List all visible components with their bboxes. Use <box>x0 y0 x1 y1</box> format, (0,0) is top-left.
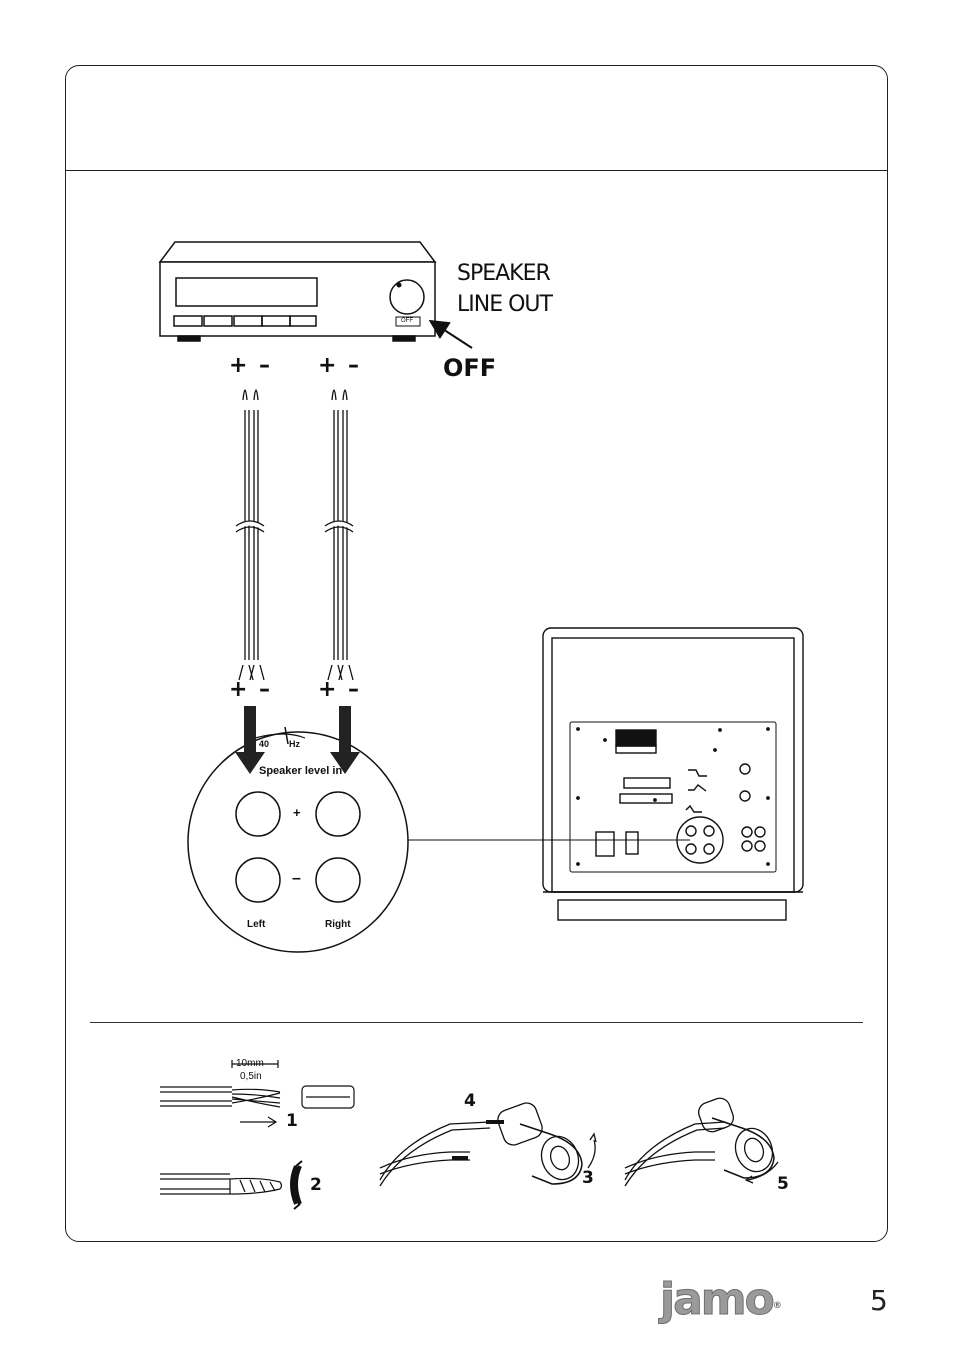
terminal-left-label: Left <box>247 919 266 930</box>
step-5-label: 5 <box>777 1174 789 1194</box>
bottom-plus-left: + <box>229 677 248 702</box>
brand-logo: jamo® <box>660 1277 782 1322</box>
speaker-label-line2: LINE OUT <box>457 292 553 317</box>
wire-strip-illustration <box>160 1060 355 1210</box>
subwoofer-illustration <box>542 627 804 921</box>
bottom-plus-right: + <box>318 677 337 702</box>
crossover-dial-value: 40 <box>259 739 270 749</box>
binding-post-step5 <box>624 1097 779 1187</box>
speaker-line-out-label: SPEAKER LINE OUT <box>457 258 553 320</box>
speaker-cable-right <box>323 389 355 681</box>
strip-length-mm: 10mm <box>236 1058 264 1069</box>
amplifier-illustration <box>158 241 437 342</box>
amp-off-button-label: OFF <box>401 318 413 324</box>
off-instruction: OFF <box>443 354 497 382</box>
bottom-minus-right: – <box>348 677 359 702</box>
terminal-minus-sign: – <box>292 870 301 887</box>
top-minus-left: – <box>259 353 270 378</box>
crossover-dial-unit: Hz <box>289 739 300 749</box>
top-plus-left: + <box>229 353 248 378</box>
speaker-label-line1: SPEAKER <box>457 261 551 286</box>
section-divider <box>90 1022 863 1023</box>
strip-length-in: 0,5in <box>240 1071 262 1082</box>
top-plus-right: + <box>318 353 337 378</box>
insert-arrows <box>235 706 360 774</box>
registered-mark: ® <box>772 1301 782 1311</box>
top-minus-right: – <box>348 353 359 378</box>
bottom-minus-left: – <box>259 677 270 702</box>
content-frame <box>65 65 888 1242</box>
header-divider <box>65 170 888 171</box>
speaker-level-in-title: Speaker level in <box>259 765 343 777</box>
binding-post-step4 <box>379 1102 597 1187</box>
step-2-label: 2 <box>310 1175 322 1195</box>
terminal-right-label: Right <box>325 919 351 930</box>
terminal-closeup <box>187 726 690 953</box>
speaker-cable-left <box>234 389 266 681</box>
page-number: 5 <box>870 1284 888 1317</box>
step-4-label: 4 <box>464 1091 476 1111</box>
step-3-label: 3 <box>582 1168 594 1188</box>
terminal-plus-sign: + <box>293 805 301 820</box>
off-pointer-arrow <box>428 319 473 349</box>
step-1-label: 1 <box>286 1111 298 1131</box>
brand-wordmark: jamo <box>660 1274 776 1325</box>
